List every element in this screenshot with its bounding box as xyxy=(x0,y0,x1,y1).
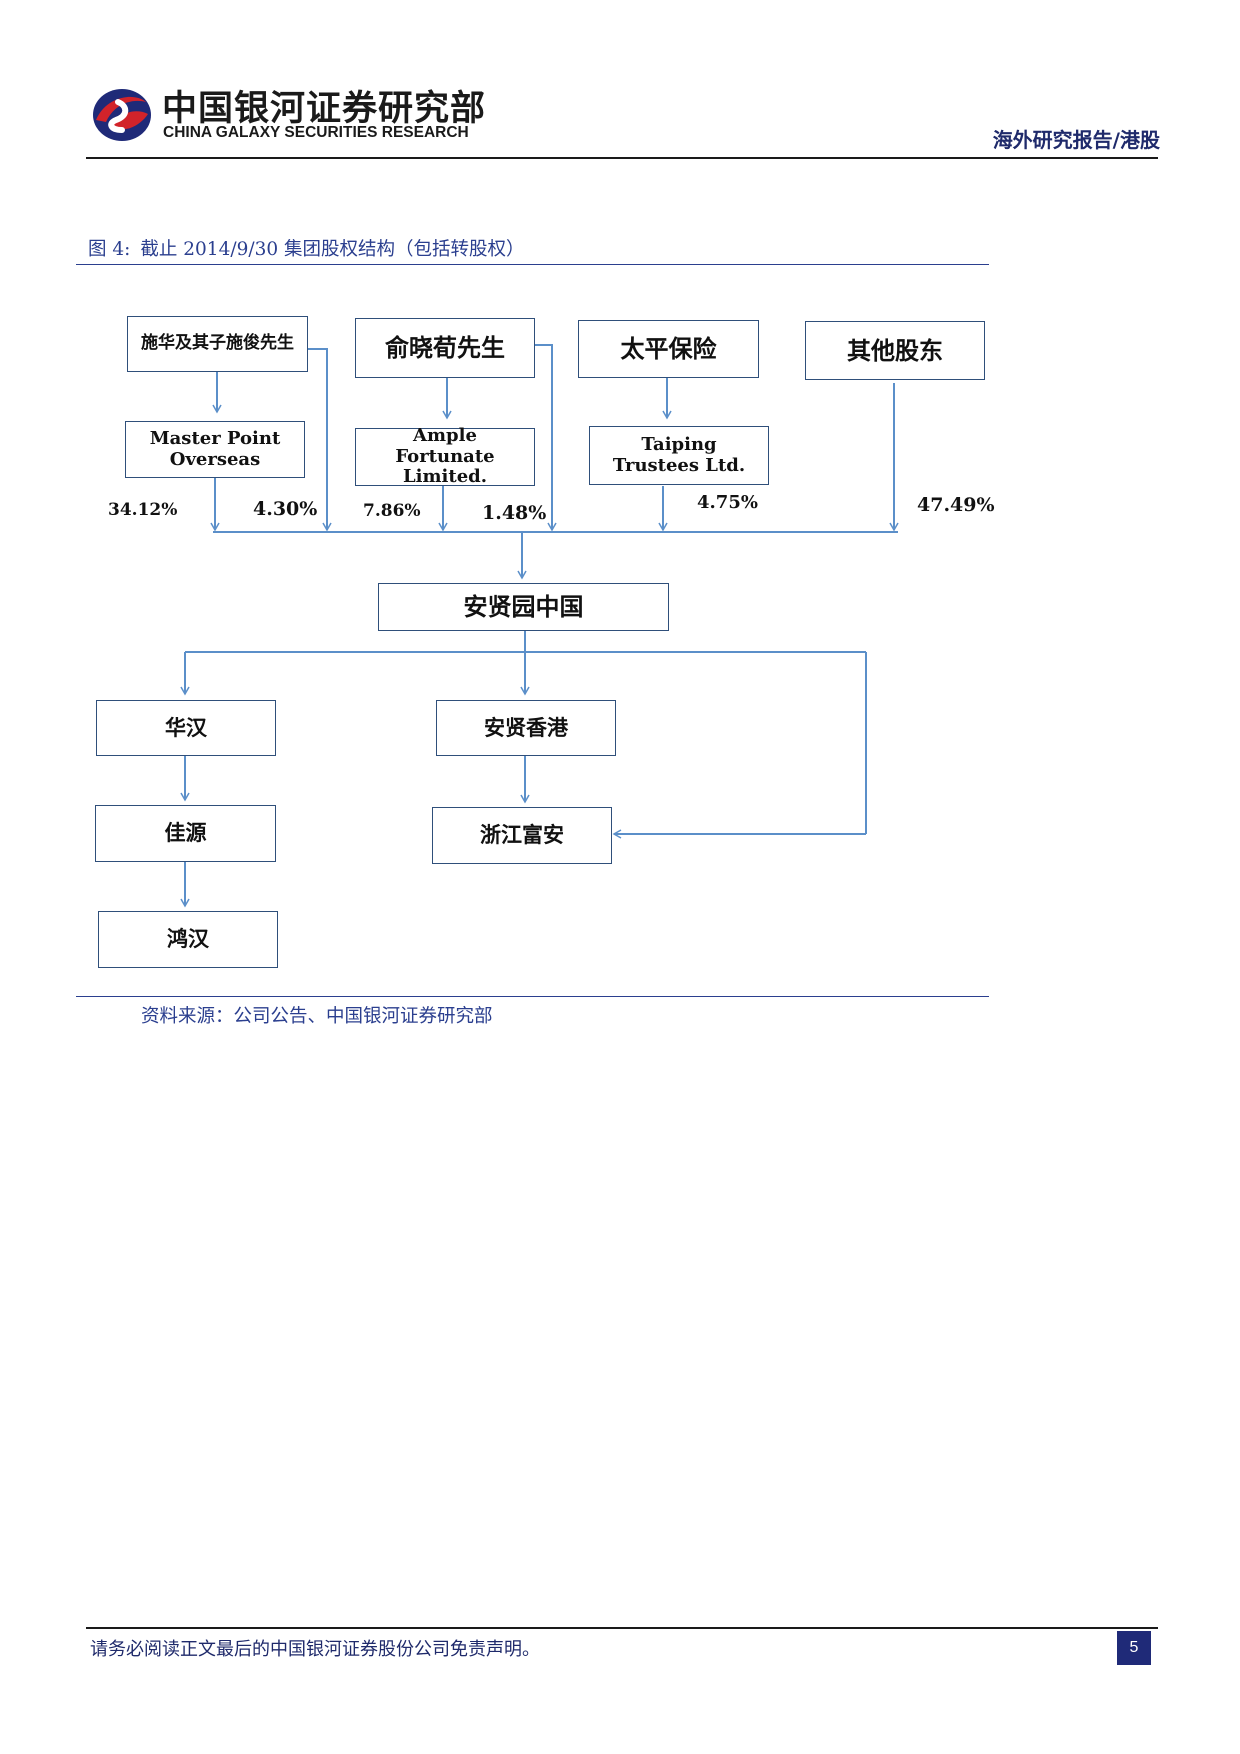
node-huahan: 华汉 xyxy=(96,700,276,756)
pct-master-point: 34.12% xyxy=(108,500,178,520)
node-taiping: 太平保险 xyxy=(578,320,759,378)
figure-label: 图 4: xyxy=(88,239,131,260)
node-shi-hua: 施华及其子施俊先生 xyxy=(127,316,308,372)
figure-bottom-rule xyxy=(76,996,989,997)
pct-taiping-trustees: 4.75% xyxy=(697,492,758,513)
node-taiping-trustees: Taiping Trustees Ltd. xyxy=(589,426,769,485)
pct-yu-direct: 1.48% xyxy=(482,502,547,524)
pct-others: 47.49% xyxy=(917,494,995,516)
figure-top-rule xyxy=(76,264,989,265)
node-ample-fortunate: Ample Fortunate Limited. xyxy=(355,425,535,487)
node-honghan: 鸿汉 xyxy=(98,911,278,968)
report-type: 海外研究报告/港股 xyxy=(992,128,1160,152)
pct-ample-fortunate: 7.86% xyxy=(363,501,421,521)
node-yu-xiaogou: 俞晓荀先生 xyxy=(355,318,535,378)
node-zhejiang-fuan: 浙江富安 xyxy=(432,807,612,864)
node-anxian-hk: 安贤香港 xyxy=(436,700,616,756)
figure-title: 截止 2014/9/30 集团股权结构（包括转股权） xyxy=(140,239,525,260)
node-jiayuan: 佳源 xyxy=(95,805,276,862)
figure-source: 资料来源：公司公告、中国银河证券研究部 xyxy=(141,1006,493,1027)
disclaimer-text: 请务必阅读正文最后的中国银河证券股份公司免责声明。 xyxy=(90,1639,540,1660)
brand-name-cn: 中国银河证券研究部 xyxy=(162,89,487,129)
pct-shi-hua-direct: 4.30% xyxy=(253,498,318,520)
header-divider xyxy=(86,157,1158,159)
node-master-point: Master Point Overseas xyxy=(125,421,305,478)
figure-caption: 图 4: 截止 2014/9/30 集团股权结构（包括转股权） xyxy=(88,235,535,261)
node-others: 其他股东 xyxy=(805,321,985,380)
galaxy-logo-icon xyxy=(93,89,151,141)
node-anxian-china: 安贤园中国 xyxy=(378,583,669,631)
footer-divider xyxy=(86,1627,1158,1629)
brand-name-en: CHINA GALAXY SECURITIES RESEARCH xyxy=(163,124,469,141)
page-number: 5 xyxy=(1117,1631,1151,1665)
